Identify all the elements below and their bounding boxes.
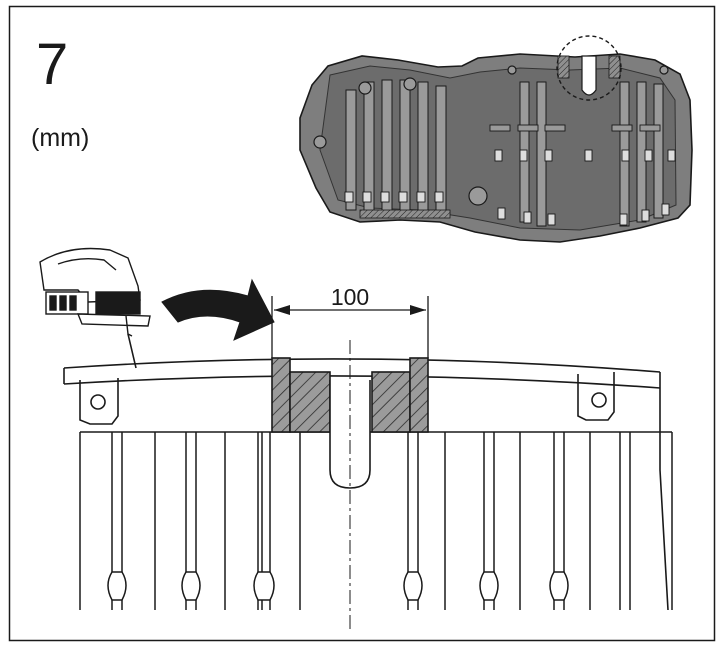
dimension-line bbox=[271, 296, 429, 358]
ribs bbox=[79, 432, 673, 610]
frame-border bbox=[8, 5, 716, 642]
curved-arrow-icon bbox=[161, 278, 275, 341]
part-overview bbox=[299, 35, 693, 243]
cut-zone-left bbox=[271, 357, 331, 433]
step-number: 7 bbox=[36, 32, 69, 97]
jigsaw-icon bbox=[39, 247, 151, 369]
cut-zone-right bbox=[371, 357, 429, 433]
unit-label: (mm) bbox=[31, 124, 90, 152]
dimension-value: 100 bbox=[331, 284, 369, 310]
